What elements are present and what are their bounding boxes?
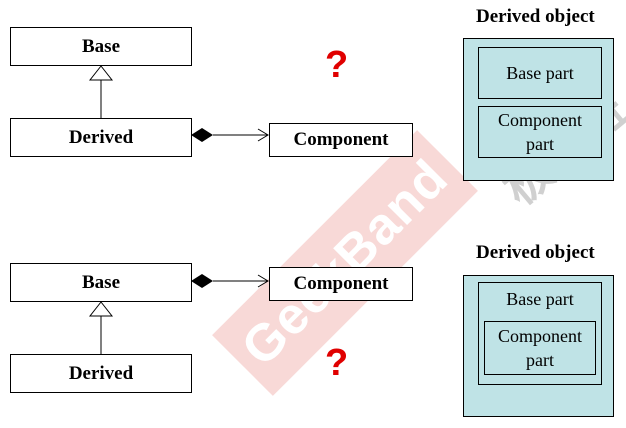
top-component-class: Component xyxy=(269,123,413,157)
bottom-component-part-label: Component part xyxy=(498,326,582,370)
top-object-title: Derived object xyxy=(476,6,595,27)
bottom-component-class: Component xyxy=(269,267,413,301)
bottom-base-label: Base xyxy=(82,271,120,293)
bottom-composition-diamond xyxy=(191,274,213,288)
bottom-question-mark: ? xyxy=(325,342,349,384)
top-composition-diamond xyxy=(191,128,213,142)
top-base-label: Base xyxy=(82,35,120,57)
bottom-base-part-label: Base part xyxy=(506,289,574,309)
bottom-derived-object: Base part Component part xyxy=(463,275,614,417)
top-component-label: Component xyxy=(293,129,389,150)
bottom-inheritance-arrowhead xyxy=(88,301,114,317)
top-component-part: Component part xyxy=(478,106,602,158)
bottom-object-title: Derived object xyxy=(476,242,595,263)
bottom-component-part: Component part xyxy=(484,321,596,375)
bottom-composition-arrowhead xyxy=(257,274,269,288)
top-derived-object: Base part Component part xyxy=(463,38,614,181)
bottom-derived-class: Derived xyxy=(10,354,192,393)
top-inheritance-arrowhead xyxy=(88,65,114,81)
top-component-part-label: Component part xyxy=(498,110,582,154)
bottom-component-label: Component xyxy=(293,273,389,294)
bottom-base-class: Base xyxy=(10,263,192,302)
top-derived-class: Derived xyxy=(10,118,192,157)
top-base-part: Base part xyxy=(478,47,602,99)
top-composition-arrowhead xyxy=(257,128,269,142)
top-base-part-label: Base part xyxy=(506,63,574,83)
top-question-mark: ? xyxy=(325,44,349,86)
top-derived-label: Derived xyxy=(68,126,134,148)
bottom-derived-label: Derived xyxy=(68,362,134,384)
top-base-class: Base xyxy=(10,27,192,66)
